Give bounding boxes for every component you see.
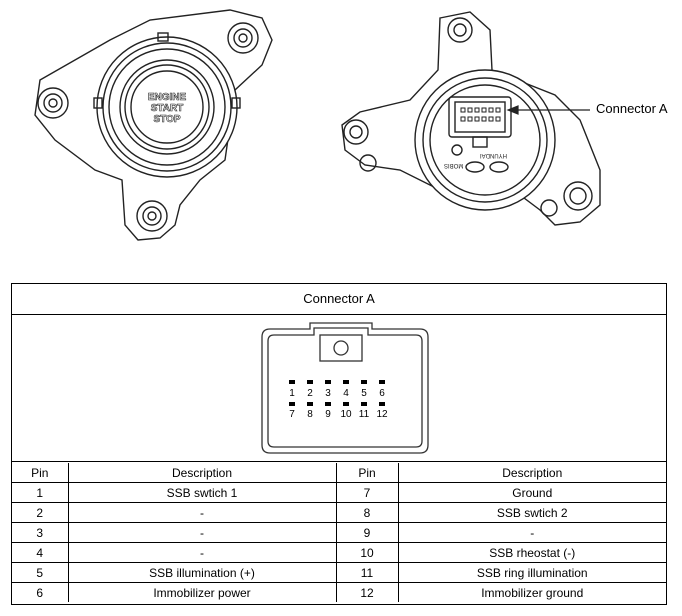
table-row: 3 - 9 - [12, 522, 666, 543]
button-text-start: START [151, 103, 184, 114]
pin-label-8: 8 [307, 409, 313, 420]
table-cell: 8 [335, 502, 399, 523]
panel-title: Connector A [12, 284, 666, 315]
pin-label-6: 6 [379, 388, 385, 399]
button-text-engine: ENGINE [148, 92, 187, 103]
table-cell: SSB swtich 2 [397, 502, 666, 523]
connector-pin-marks [289, 380, 385, 406]
header-description: Description [397, 463, 666, 483]
table-cell: Immobilizer ground [397, 582, 666, 602]
pin-table: Pin Description Pin Description 1 SSB sw… [12, 463, 666, 602]
table-cell: SSB ring illumination [397, 562, 666, 583]
pin-label-3: 3 [325, 388, 331, 399]
table-cell: 5 [12, 562, 69, 583]
pin-label-7: 7 [289, 409, 295, 420]
switch-front-view [34, 9, 273, 241]
table-cell: 10 [335, 542, 399, 563]
table-row: 6 Immobilizer power 12 Immobilizer groun… [12, 582, 666, 602]
table-cell: SSB illumination (+) [67, 562, 337, 583]
connector-panel: Connector A 1 2 3 4 5 [11, 283, 667, 605]
pin-label-5: 5 [361, 388, 367, 399]
header-pin: Pin [12, 463, 69, 483]
pin-label-11: 11 [359, 409, 370, 420]
rear-marks: HYUNDAI MOBIS [444, 152, 507, 168]
table-cell: 6 [12, 582, 69, 602]
engine-start-stop-label: ENGINE START STOP [148, 92, 187, 126]
table-row: 2 - 8 SSB swtich 2 [12, 502, 666, 523]
table-cell: Immobilizer power [67, 582, 337, 602]
pin-label-1: 1 [289, 388, 295, 399]
table-cell: - [67, 502, 337, 523]
table-cell: 3 [12, 522, 69, 543]
table-row: 5 SSB illumination (+) 11 SSB ring illum… [12, 562, 666, 583]
table-cell: - [67, 542, 337, 563]
pin-label-12: 12 [376, 409, 388, 420]
table-cell: 1 [12, 482, 69, 503]
table-cell: 11 [335, 562, 399, 583]
switch-rear-view [341, 11, 601, 226]
callout-connector-a: Connector A [596, 101, 668, 116]
header-description: Description [67, 463, 337, 483]
connector-face-diagram: 1 2 3 4 5 6 7 8 9 10 11 12 [261, 322, 429, 454]
mark-hyundai: HYUNDAI [480, 152, 507, 158]
table-cell: SSB swtich 1 [67, 482, 337, 503]
switch-illustration: ENGINE START STOP HYUNDAI MOBIS [34, 9, 601, 241]
pin-label-4: 4 [343, 388, 349, 399]
table-cell: - [397, 522, 666, 543]
table-cell: 4 [12, 542, 69, 563]
table-cell: SSB rheostat (-) [397, 542, 666, 563]
connector-callout-line [506, 105, 590, 115]
pin-label-2: 2 [307, 388, 313, 399]
table-cell: 2 [12, 502, 69, 523]
pin-label-10: 10 [340, 409, 352, 420]
connector-diagram-area: 1 2 3 4 5 6 7 8 9 10 11 12 [12, 315, 666, 462]
table-row: 4 - 10 SSB rheostat (-) [12, 542, 666, 563]
button-text-stop: STOP [153, 114, 180, 125]
table-cell: - [67, 522, 337, 543]
table-row: 1 SSB swtich 1 7 Ground [12, 482, 666, 503]
pin-label-9: 9 [325, 409, 331, 420]
table-cell: Ground [397, 482, 666, 503]
table-cell: 7 [335, 482, 399, 503]
header-pin: Pin [335, 463, 399, 483]
table-cell: 9 [335, 522, 399, 543]
table-cell: 12 [335, 582, 399, 602]
table-header-row: Pin Description Pin Description [12, 463, 666, 483]
mark-mobis: MOBIS [444, 162, 463, 168]
